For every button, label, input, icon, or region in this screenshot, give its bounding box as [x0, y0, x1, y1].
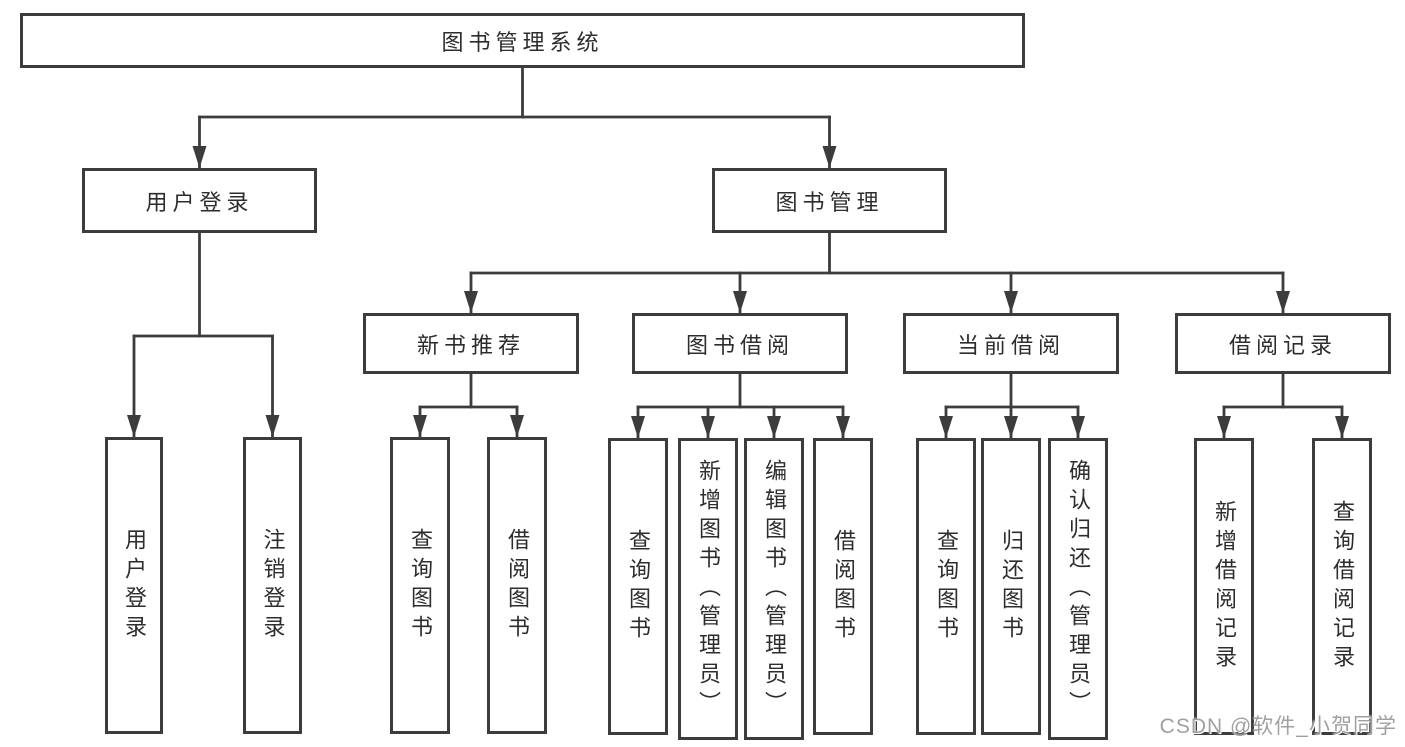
node-current-borrow: 当前借阅 — [903, 313, 1119, 374]
node-query-books-current: 查询图书 — [916, 438, 976, 735]
node-edit-book-admin: 编辑图书（管理员） — [744, 438, 804, 740]
node-borrow-book: 借阅图书 — [813, 438, 873, 735]
node-add-borrow-record: 新增借阅记录 — [1194, 438, 1254, 735]
node-user-login: 用户登录 — [82, 168, 317, 233]
watermark: CSDN @软件_小贺同学 — [1159, 715, 1397, 738]
node-library-management-system: 图书管理系统 — [20, 13, 1025, 68]
node-confirm-return-admin: 确认归还（管理员） — [1048, 438, 1108, 740]
node-borrow-records: 借阅记录 — [1175, 313, 1391, 374]
node-user-login-leaf: 用户登录 — [105, 437, 163, 734]
node-query-books-borrow: 查询图书 — [608, 438, 668, 735]
node-new-book-recommend: 新书推荐 — [363, 313, 579, 374]
node-book-management: 图书管理 — [712, 168, 947, 233]
node-book-borrow: 图书借阅 — [632, 313, 848, 374]
node-add-book-admin: 新增图书（管理员） — [678, 438, 738, 740]
node-return-book: 归还图书 — [981, 438, 1041, 735]
node-query-books-recommend: 查询图书 — [390, 437, 450, 734]
node-logout-login: 注销登录 — [243, 437, 302, 734]
node-query-borrow-record: 查询借阅记录 — [1312, 438, 1372, 735]
node-borrow-book-recommend: 借阅图书 — [487, 437, 547, 734]
